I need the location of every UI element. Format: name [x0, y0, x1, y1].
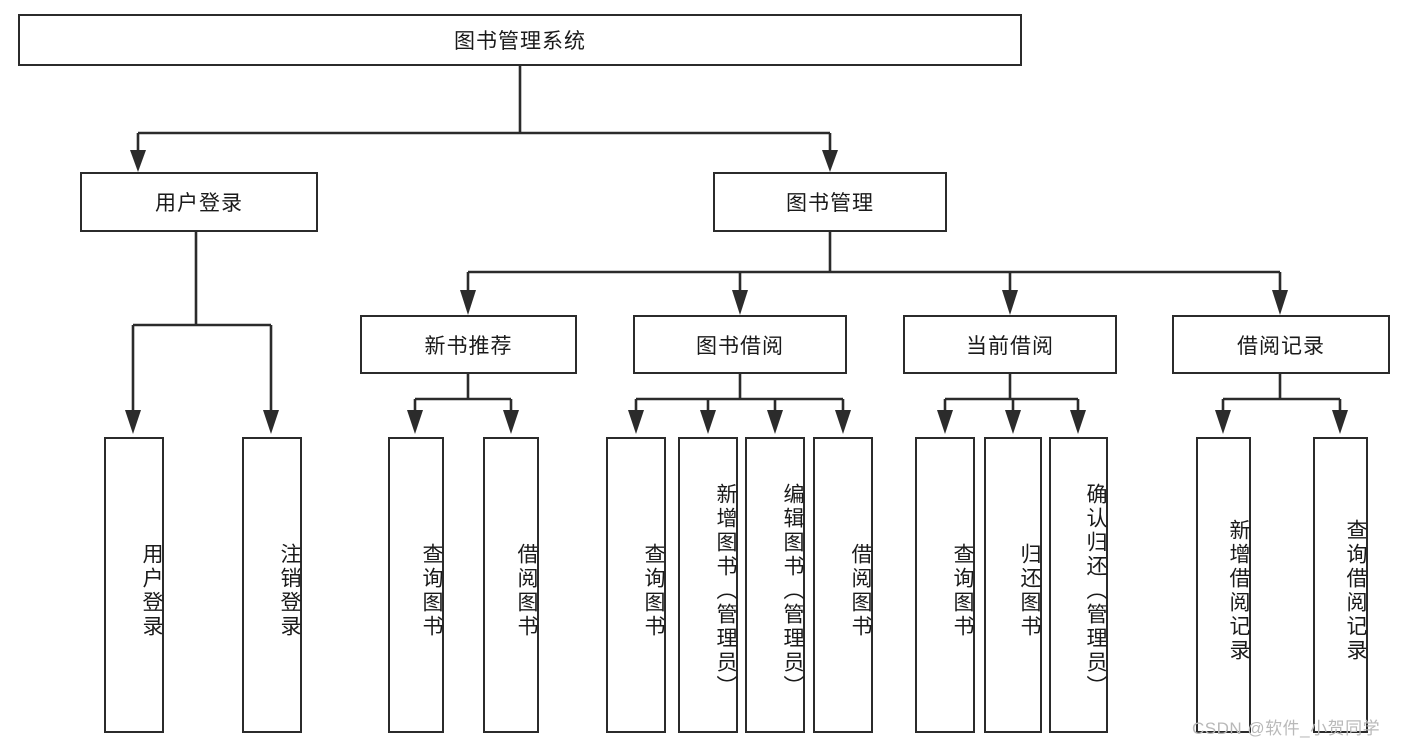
node-new-book-recommend[interactable]: 新书推荐 [360, 315, 577, 374]
node-user-login-label: 用户登录 [155, 192, 243, 215]
leaf-user-login-logout[interactable]: 注销登录 [242, 437, 302, 733]
arrow-borrow-l4 [835, 410, 851, 434]
arrow-recommend-l1 [407, 410, 423, 434]
leaf-record-query-record-label: 查询借阅记录 [1344, 519, 1367, 663]
arrow-current-l3 [1070, 410, 1086, 434]
arrow-root-to-user-login [130, 150, 146, 172]
node-new-book-recommend-label: 新书推荐 [424, 334, 513, 358]
arrow-root-to-book-manage [822, 150, 838, 172]
leaf-record-add-record-label: 新增借阅记录 [1227, 519, 1250, 663]
node-book-borrow-label: 图书借阅 [696, 334, 784, 358]
arrow-current-l1 [937, 410, 953, 434]
leaf-current-return-book-label: 归还图书 [1018, 543, 1041, 639]
node-root-label: 图书管理系统 [454, 30, 586, 53]
node-book-management[interactable]: 图书管理 [713, 172, 947, 232]
leaf-recommend-borrow-book[interactable]: 借阅图书 [483, 437, 539, 733]
leaf-recommend-borrow-book-label: 借阅图书 [515, 543, 538, 639]
leaf-record-add-record[interactable]: 新增借阅记录 [1196, 437, 1251, 733]
leaf-borrow-add-book-label: 新增图书（管理员） [714, 483, 737, 699]
csdn-watermark: CSDN @软件_小贺同学 [1192, 719, 1381, 738]
leaf-current-confirm-return-label: 确认归还（管理员） [1084, 483, 1107, 699]
arrow-record-l2 [1332, 410, 1348, 434]
leaf-user-login-login[interactable]: 用户登录 [104, 437, 164, 733]
arrow-borrow-l1 [628, 410, 644, 434]
leaf-borrow-edit-book[interactable]: 编辑图书（管理员） [745, 437, 805, 733]
leaf-borrow-query-book[interactable]: 查询图书 [606, 437, 666, 733]
arrow-book-manage-c1 [460, 290, 476, 315]
node-current-borrow-label: 当前借阅 [966, 334, 1054, 358]
leaf-record-query-record[interactable]: 查询借阅记录 [1313, 437, 1368, 733]
leaf-borrow-edit-book-label: 编辑图书（管理员） [781, 483, 804, 699]
leaf-borrow-borrow-book[interactable]: 借阅图书 [813, 437, 873, 733]
arrow-recommend-l2 [503, 410, 519, 434]
arrow-book-manage-c4 [1272, 290, 1288, 315]
arrow-book-manage-c2 [732, 290, 748, 315]
leaf-current-query-book-label: 查询图书 [951, 543, 974, 639]
leaf-current-confirm-return[interactable]: 确认归还（管理员） [1049, 437, 1108, 733]
arrow-book-manage-c3 [1002, 290, 1018, 315]
leaf-user-login-login-label: 用户登录 [140, 543, 163, 639]
leaf-recommend-query-book[interactable]: 查询图书 [388, 437, 444, 733]
arrow-borrow-l2 [700, 410, 716, 434]
arrow-current-l2 [1005, 410, 1021, 434]
node-book-borrow[interactable]: 图书借阅 [633, 315, 847, 374]
node-current-borrow[interactable]: 当前借阅 [903, 315, 1117, 374]
leaf-borrow-borrow-book-label: 借阅图书 [849, 543, 872, 639]
node-root[interactable]: 图书管理系统 [18, 14, 1022, 66]
leaf-recommend-query-book-label: 查询图书 [420, 543, 443, 639]
node-borrow-record[interactable]: 借阅记录 [1172, 315, 1390, 374]
leaf-borrow-add-book[interactable]: 新增图书（管理员） [678, 437, 738, 733]
node-book-management-label: 图书管理 [786, 192, 874, 215]
leaf-user-login-logout-label: 注销登录 [278, 543, 301, 639]
arrow-record-l1 [1215, 410, 1231, 434]
node-borrow-record-label: 借阅记录 [1237, 334, 1325, 358]
leaf-current-return-book[interactable]: 归还图书 [984, 437, 1042, 733]
arrow-borrow-l3 [767, 410, 783, 434]
node-user-login[interactable]: 用户登录 [80, 172, 318, 232]
leaf-borrow-query-book-label: 查询图书 [642, 543, 665, 639]
arrow-user-login-leaf1 [125, 410, 141, 434]
arrow-user-login-leaf2 [263, 410, 279, 434]
leaf-current-query-book[interactable]: 查询图书 [915, 437, 975, 733]
